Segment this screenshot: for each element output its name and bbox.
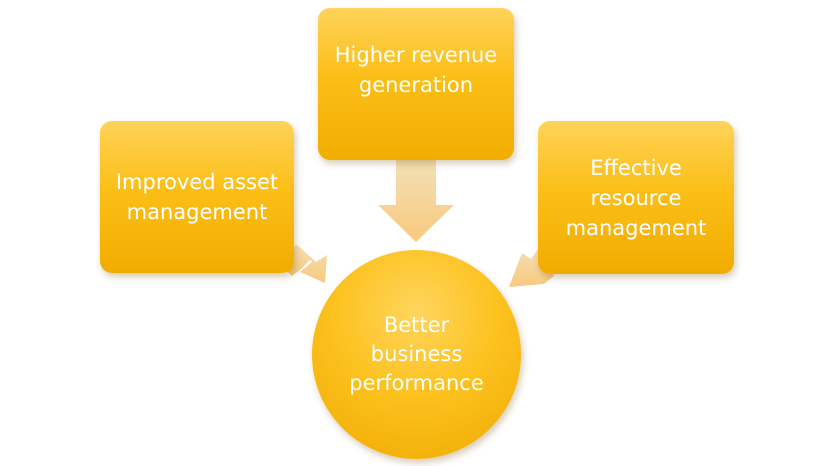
node-label-line: Better	[383, 313, 450, 337]
node-label-line: generation	[358, 73, 474, 97]
node-higher-revenue-generation: Higher revenue generation	[318, 8, 514, 160]
node-label-line: business	[370, 342, 463, 366]
node-label-line: management	[565, 215, 707, 240]
node-effective-resource-management: Effective resource management	[538, 121, 734, 274]
node-label-line: management	[126, 200, 268, 224]
node-label-line: Effective	[590, 155, 682, 180]
node-better-business-performance: Better business performance	[312, 250, 521, 459]
node-label-line: performance	[349, 371, 484, 395]
node-label-line: Improved asset	[115, 170, 279, 194]
node-label-line: Higher revenue	[334, 43, 498, 67]
arrow-from-left	[294, 242, 327, 283]
node-improved-asset-management: Improved asset management	[100, 121, 294, 273]
arrow-down-from-top	[378, 160, 454, 242]
node-label-line: resource	[590, 185, 682, 210]
